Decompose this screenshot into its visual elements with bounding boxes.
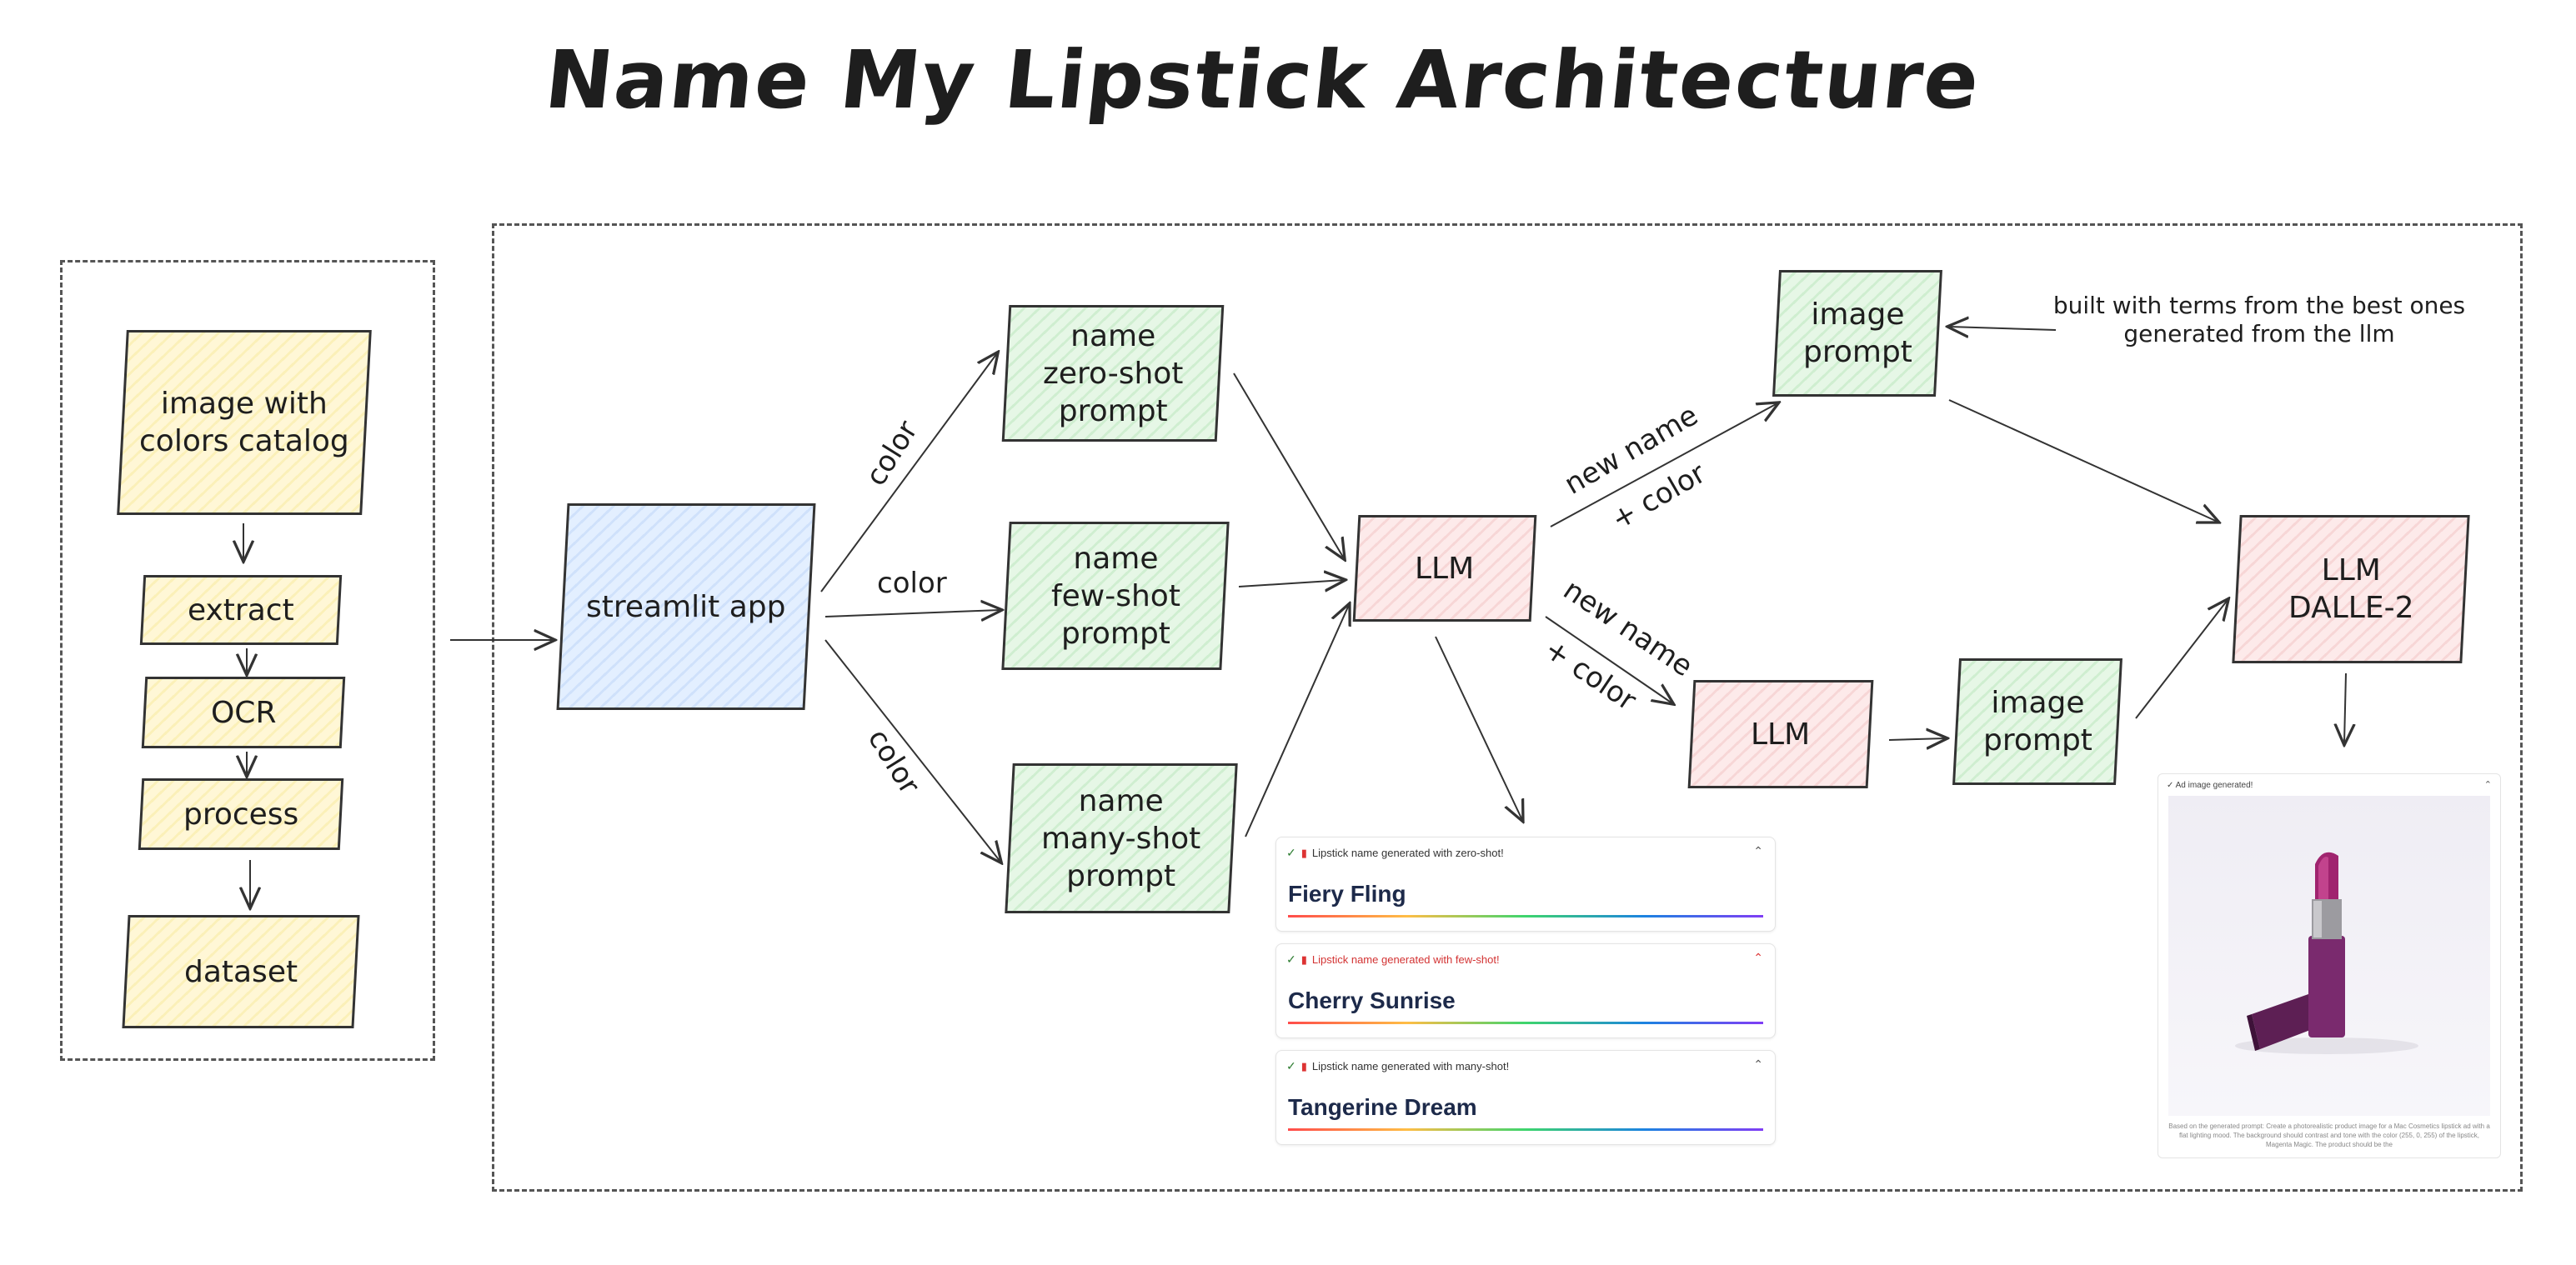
generated-name: Tangerine Dream — [1288, 1094, 1477, 1120]
app-group — [492, 223, 2523, 1192]
llm-dalle-box: LLM DALLE-2 — [2232, 515, 2470, 663]
card-header: Lipstick name generated with zero-shot! — [1311, 847, 1504, 859]
divider — [1288, 915, 1763, 918]
dataset-box: dataset — [122, 915, 360, 1028]
result-card-few-shot[interactable]: ✓ ▮ Lipstick name generated with few-shot!… — [1275, 943, 1776, 1038]
streamlit-app-box: streamlit app — [556, 503, 816, 710]
chevron-up-icon[interactable]: ⌃ — [2483, 780, 2492, 790]
few-shot-prompt-box: name few-shot prompt — [1001, 522, 1230, 670]
image-card-header: ✓ Ad image generated! — [2167, 781, 2253, 790]
chevron-up-icon[interactable]: ⌃ — [1753, 844, 1763, 858]
llm-second-box: LLM — [1687, 680, 1874, 788]
process-box: process — [138, 778, 344, 850]
extract-box: extract — [139, 575, 343, 645]
card-header: Lipstick name generated with few-shot! — [1311, 953, 1500, 966]
llm-box: LLM — [1352, 515, 1537, 622]
result-card-zero-shot[interactable]: ✓ ▮ Lipstick name generated with zero-shot… — [1275, 837, 1776, 932]
lipstick-icon: ▮ — [1301, 1059, 1307, 1072]
check-icon: ✓ — [1286, 846, 1296, 859]
generated-name: Fiery Fling — [1288, 881, 1406, 907]
lipstick-product-image — [2168, 796, 2490, 1116]
data-pipeline-group — [60, 260, 435, 1061]
chevron-up-icon[interactable]: ⌃ — [1753, 951, 1763, 964]
image-prompt-note: built with terms from the best ones gene… — [2052, 292, 2466, 348]
check-icon: ✓ — [1286, 952, 1296, 966]
page-title: Name My Lipstick Architecture — [540, 33, 1986, 127]
edge-label-color-mid: color — [877, 567, 947, 600]
divider — [1288, 1128, 1763, 1131]
catalog-box: image with colors catalog — [117, 330, 372, 515]
image-prompt-top-box: image prompt — [1772, 270, 1942, 397]
many-shot-prompt-box: name many-shot prompt — [1005, 763, 1238, 913]
divider — [1288, 1022, 1763, 1024]
lipstick-illustration — [2235, 852, 2418, 1054]
result-card-many-shot[interactable]: ✓ ▮ Lipstick name generated with many-shot… — [1275, 1050, 1776, 1145]
image-caption: Based on the generated prompt: Create a … — [2168, 1122, 2490, 1148]
check-icon: ✓ — [1286, 1059, 1296, 1072]
zero-shot-prompt-box: name zero-shot prompt — [1001, 305, 1225, 442]
generated-name: Cherry Sunrise — [1288, 988, 1456, 1013]
card-header: Lipstick name generated with many-shot! — [1311, 1060, 1510, 1072]
ocr-box: OCR — [141, 677, 346, 748]
image-prompt-bottom-box: image prompt — [1952, 658, 2122, 785]
lipstick-icon: ▮ — [1301, 846, 1307, 859]
generated-image-card[interactable]: ✓ Ad image generated! ⌃ Based on the gen… — [2158, 773, 2501, 1158]
chevron-up-icon[interactable]: ⌃ — [1753, 1058, 1763, 1071]
lipstick-icon: ▮ — [1301, 952, 1307, 966]
